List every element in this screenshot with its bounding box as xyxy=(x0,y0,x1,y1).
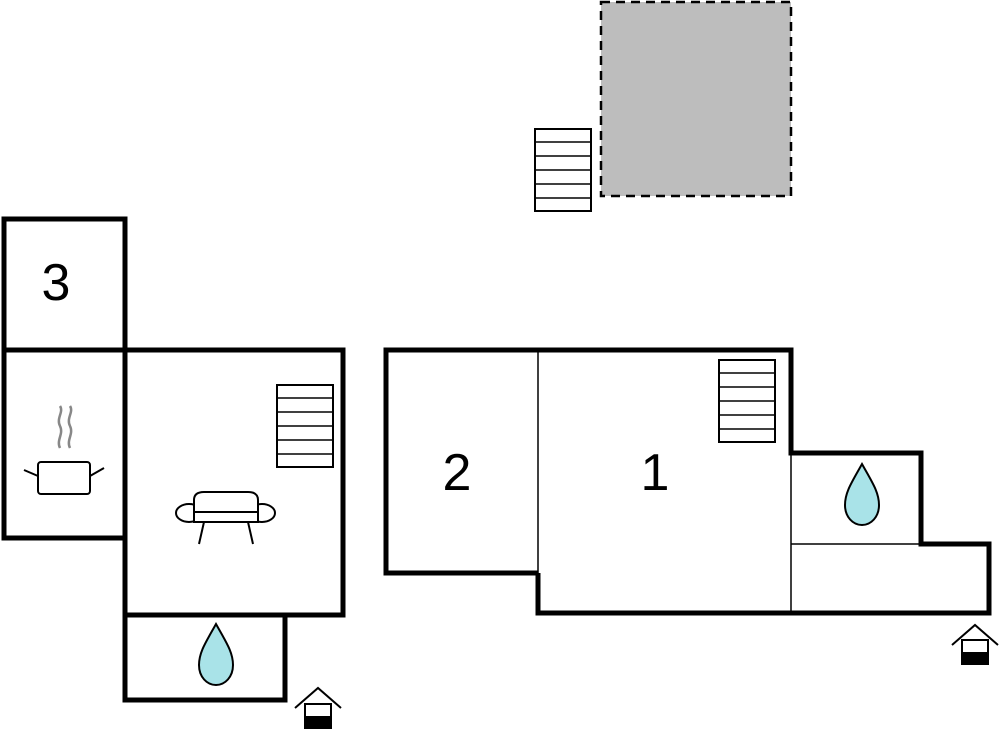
stairs-icon xyxy=(718,359,776,443)
room-2 xyxy=(383,347,538,576)
cooking-pot-icon xyxy=(23,405,105,495)
room-label-1: 1 xyxy=(641,444,670,502)
water-drop-icon xyxy=(197,621,235,687)
entrance-icon xyxy=(951,623,999,665)
terrace-area xyxy=(599,0,793,198)
sofa-icon xyxy=(175,491,276,545)
kitchen-area xyxy=(1,347,128,541)
living-room xyxy=(122,347,346,618)
room-label-3: 3 xyxy=(42,254,71,312)
stairs-icon xyxy=(534,128,592,212)
stairs-icon xyxy=(276,384,334,468)
right-building xyxy=(383,347,992,616)
entrance-icon xyxy=(294,686,342,729)
water-drop-icon xyxy=(843,461,881,527)
room-label-2: 2 xyxy=(443,444,472,502)
bathroom-left xyxy=(122,615,288,703)
left-building xyxy=(1,216,346,703)
